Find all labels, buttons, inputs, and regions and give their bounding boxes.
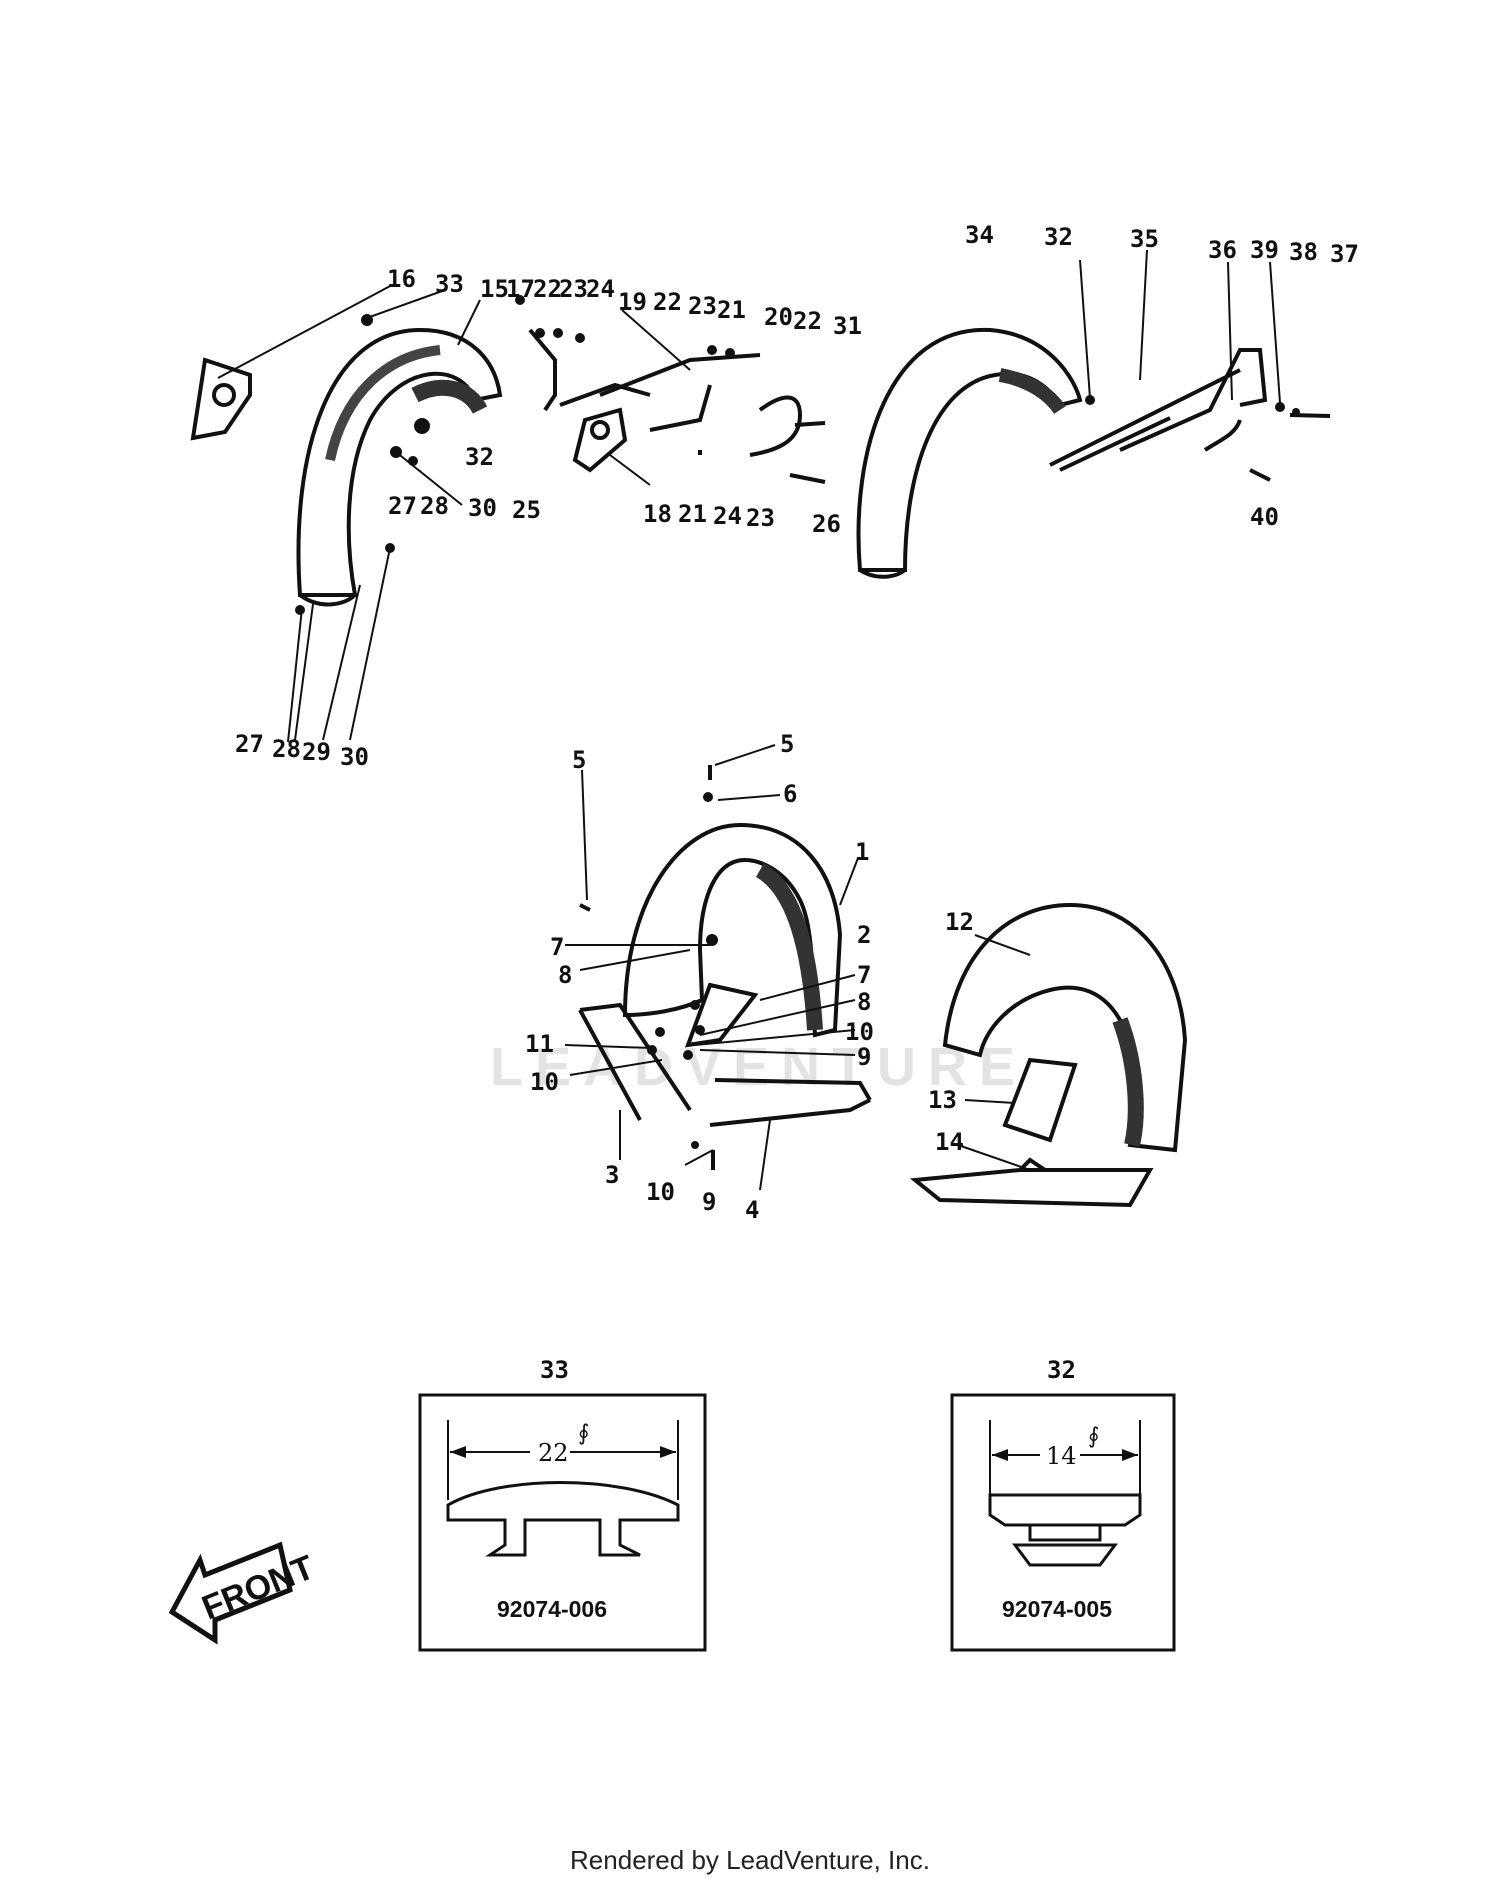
footer-credit: Rendered by LeadVenture, Inc. [570, 1845, 930, 1875]
top-leader-lines [217, 249, 1281, 743]
callout-27: 27 [388, 492, 417, 520]
svg-text:∮: ∮ [1088, 1424, 1099, 1449]
callout-34: 34 [965, 221, 994, 249]
callout-35: 35 [1130, 225, 1159, 253]
callout-9: 9 [702, 1188, 716, 1216]
callout-15: 15 [480, 275, 509, 303]
callout-21: 21 [678, 500, 707, 528]
callout-10: 10 [845, 1018, 874, 1046]
callout-4: 4 [745, 1196, 759, 1224]
callout-14: 14 [935, 1128, 964, 1156]
callout-38: 38 [1289, 238, 1318, 266]
callout-18: 18 [643, 500, 672, 528]
front-fender-assembly [578, 765, 1188, 1208]
callout-5: 5 [780, 730, 794, 758]
callout-3: 3 [605, 1161, 619, 1189]
detail-33-part-number: 92074-006 [497, 1596, 607, 1622]
callout-36: 36 [1208, 236, 1237, 264]
middle-leader-lines [564, 744, 1031, 1191]
watermark: LEADVENTURE [490, 1037, 1027, 1097]
callout-29: 29 [302, 738, 331, 766]
callout-8: 8 [558, 961, 572, 989]
callout-24: 24 [713, 502, 742, 530]
callout-23: 23 [746, 504, 775, 532]
rear-fender-assembly [190, 327, 1331, 607]
callout-32: 32 [465, 443, 494, 471]
callout-28: 28 [420, 492, 449, 520]
callout-9: 9 [857, 1043, 871, 1071]
callout-37: 37 [1330, 240, 1359, 268]
callout-17: 17 [506, 275, 535, 303]
callout-27: 27 [235, 730, 264, 758]
callout-8: 8 [857, 988, 871, 1016]
callout-7: 7 [550, 933, 564, 961]
detail-32-part-number: 92074-005 [1002, 1596, 1112, 1622]
callout-28: 28 [272, 735, 301, 763]
callout-22: 22 [653, 288, 682, 316]
detail-32: 32 14 ∮ 92074-005 [950, 1356, 1176, 1652]
callout-10: 10 [530, 1068, 559, 1096]
callout-2: 2 [857, 921, 871, 949]
callout-33: 33 [435, 270, 464, 298]
callout-13: 13 [928, 1086, 957, 1114]
detail-33: 33 22 ∮ 92074-006 [418, 1356, 707, 1652]
callout-11: 11 [525, 1030, 554, 1058]
callout-30: 30 [340, 743, 369, 771]
detail-33-ref: 33 [540, 1356, 569, 1384]
callout-26: 26 [812, 510, 841, 538]
callout-24: 24 [586, 275, 615, 303]
callout-5: 5 [572, 746, 586, 774]
detail-33-dimension: 22 [538, 1439, 569, 1467]
front-arrow-icon: FRONT [168, 1541, 320, 1645]
callouts-middle: 5 5 6 1 7 2 8 7 8 11 10 9 10 3 10 9 4 12… [525, 730, 974, 1224]
detail-32-dimension: 14 [1046, 1442, 1077, 1470]
callout-16: 16 [387, 265, 416, 293]
callout-31: 31 [833, 312, 862, 340]
callout-20: 20 [764, 303, 793, 331]
callout-1: 1 [855, 838, 869, 866]
callout-23: 23 [559, 275, 588, 303]
svg-text:∮: ∮ [578, 1421, 589, 1446]
callout-6: 6 [783, 780, 797, 808]
callout-23: 23 [688, 292, 717, 320]
callout-25: 25 [512, 496, 541, 524]
callout-22: 22 [793, 307, 822, 335]
callout-22: 22 [533, 275, 562, 303]
callout-39: 39 [1250, 236, 1279, 264]
callout-7: 7 [857, 961, 871, 989]
callouts-top: 16 33 15 17 22 23 24 19 22 23 21 20 22 3… [235, 221, 1359, 771]
callout-19: 19 [618, 288, 647, 316]
callout-30: 30 [468, 494, 497, 522]
callout-12: 12 [945, 908, 974, 936]
detail-32-ref: 32 [1047, 1356, 1076, 1384]
callout-32: 32 [1044, 223, 1073, 251]
callout-40: 40 [1250, 503, 1279, 531]
callout-21: 21 [717, 296, 746, 324]
callout-10: 10 [646, 1178, 675, 1206]
